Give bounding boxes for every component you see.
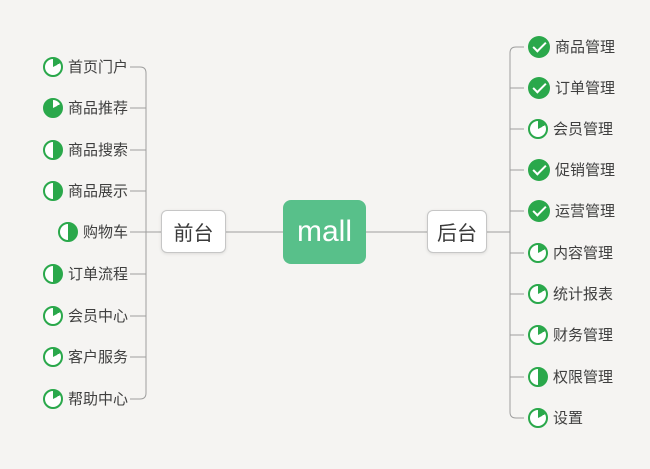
topic-label: 商品管理 — [555, 38, 616, 56]
progress-icon — [57, 222, 78, 242]
progress-icon — [528, 119, 548, 139]
root-node-mall[interactable]: mall — [283, 200, 366, 264]
progress-icon — [42, 140, 63, 160]
progress-icon — [528, 77, 550, 99]
topic-item[interactable]: 运营管理 — [528, 198, 615, 224]
topic-label: 购物车 — [82, 223, 128, 241]
topic-item[interactable]: 首页门户 — [42, 54, 128, 80]
topic-label: 首页门户 — [67, 58, 128, 76]
topic-label: 统计报表 — [553, 285, 614, 303]
topic-label: 促销管理 — [555, 161, 616, 179]
progress-icon — [42, 264, 63, 284]
topic-label: 设置 — [553, 409, 584, 427]
progress-icon — [528, 159, 550, 181]
topic-label: 财务管理 — [553, 326, 614, 344]
topic-item[interactable]: 商品搜索 — [42, 137, 128, 163]
topic-label: 会员管理 — [553, 120, 614, 138]
topic-item[interactable]: 商品展示 — [42, 178, 128, 204]
topic-label: 客户服务 — [67, 348, 128, 366]
progress-icon — [528, 408, 548, 428]
topic-item[interactable]: 商品推荐 — [42, 95, 128, 121]
topic-item[interactable]: 帮助中心 — [42, 386, 128, 412]
progress-icon — [42, 98, 63, 118]
progress-icon — [42, 347, 63, 367]
topic-item[interactable]: 客户服务 — [42, 344, 128, 370]
topic-item[interactable]: 促销管理 — [528, 157, 615, 183]
progress-icon — [528, 367, 548, 387]
root-label: mall — [296, 215, 352, 248]
topic-label: 商品搜索 — [67, 141, 128, 159]
topic-item[interactable]: 权限管理 — [528, 364, 613, 390]
progress-icon — [528, 284, 548, 304]
topic-label: 权限管理 — [553, 368, 614, 386]
branch-node-frontend[interactable]: 前台 — [161, 210, 226, 253]
branch-label: 前台 — [173, 223, 214, 245]
topic-label: 内容管理 — [553, 244, 614, 262]
topic-label: 运营管理 — [555, 202, 616, 220]
topic-label: 商品展示 — [67, 182, 128, 200]
topic-item[interactable]: 会员中心 — [42, 303, 128, 329]
branch-label: 后台 — [437, 223, 477, 245]
progress-icon — [528, 243, 548, 263]
progress-icon — [42, 306, 63, 326]
topic-item[interactable]: 财务管理 — [528, 322, 613, 348]
topic-item[interactable]: 会员管理 — [528, 116, 613, 142]
progress-icon — [42, 389, 63, 409]
topic-label: 订单流程 — [67, 265, 128, 283]
progress-icon — [528, 36, 550, 58]
topic-label: 订单管理 — [555, 79, 616, 97]
topic-label: 会员中心 — [67, 307, 128, 325]
topic-item[interactable]: 购物车 — [57, 219, 128, 245]
progress-icon — [42, 181, 63, 201]
topic-item[interactable]: 商品管理 — [528, 34, 615, 60]
topic-label: 帮助中心 — [67, 390, 128, 408]
topic-item[interactable]: 内容管理 — [528, 240, 613, 266]
topic-item[interactable]: 统计报表 — [528, 281, 613, 307]
branch-node-backend[interactable]: 后台 — [427, 210, 487, 253]
progress-icon — [528, 325, 548, 345]
topic-item[interactable]: 设置 — [528, 405, 583, 431]
topic-item[interactable]: 订单流程 — [42, 261, 128, 287]
topic-item[interactable]: 订单管理 — [528, 75, 615, 101]
progress-icon — [42, 57, 63, 77]
progress-icon — [528, 200, 550, 222]
topic-label: 商品推荐 — [67, 99, 128, 117]
